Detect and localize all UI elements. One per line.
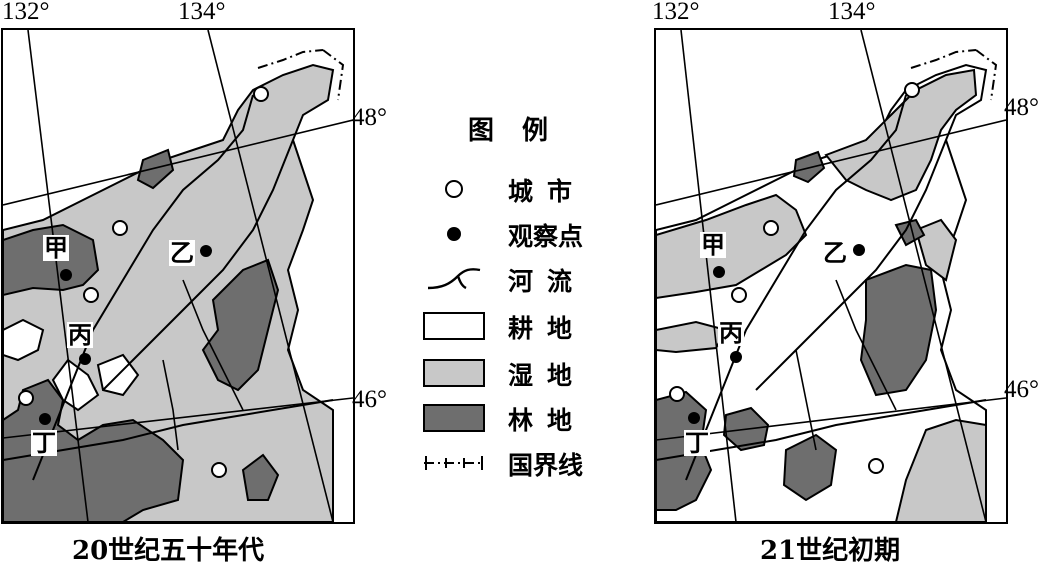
legend-item-forest: 林地 (420, 397, 640, 437)
map-canvas-21st-century (656, 30, 1006, 522)
legend-label: 国界线 (508, 451, 584, 480)
river (685, 94, 907, 481)
legend-label: 观察点 (508, 222, 584, 251)
caption-1950s: 20世纪五十年代 (72, 536, 265, 566)
river (182, 279, 244, 411)
border-line (975, 49, 998, 101)
forest-patch (241, 453, 280, 501)
obs-label-ding: 丁 (31, 429, 57, 457)
legend-label: 城市 (508, 177, 587, 206)
river (162, 359, 179, 451)
observation-dot-ding (688, 412, 700, 424)
city-marker (83, 287, 99, 303)
city-marker (731, 287, 747, 303)
map-early-21st-century: 132° 134° (648, 0, 1039, 566)
meridian-134 (207, 30, 334, 522)
caption-21st-century: 21世纪初期 (760, 536, 901, 566)
river (835, 279, 897, 411)
river (32, 94, 254, 481)
obs-label-yi: 乙 (169, 239, 195, 267)
city-marker (763, 220, 779, 236)
legend: 图例 城市 观察点 河流 耕地 湿地 林地 国界线 (420, 110, 640, 490)
observation-dot-icon (447, 227, 461, 241)
map-1950s: 132° 134° (0, 0, 387, 566)
river (795, 349, 817, 451)
city-marker (211, 462, 227, 478)
lat-label-46: 46° (1004, 376, 1039, 403)
legend-label: 耕地 (508, 314, 587, 343)
lat-label-48: 48° (1004, 94, 1039, 121)
forest-patch (792, 150, 826, 184)
lat-label-48: 48° (352, 104, 387, 131)
forest-patch (201, 258, 280, 392)
forest-patch (136, 148, 175, 190)
obs-label-bing: 丙 (67, 321, 93, 349)
observation-dot-jia (713, 266, 725, 278)
obs-label-ding: 丁 (684, 429, 710, 457)
city-marker (904, 82, 920, 98)
meridian-134 (860, 30, 987, 522)
city-circle-icon (445, 180, 463, 198)
river (102, 139, 294, 391)
legend-item-river: 河流 (420, 258, 640, 298)
wetland-box-icon (423, 359, 485, 387)
border-line (322, 49, 345, 101)
observation-dot-yi (853, 244, 865, 256)
legend-item-city: 城市 (420, 168, 640, 208)
parallel-46 (656, 397, 1006, 441)
lon-label-134: 134° (828, 0, 876, 25)
farmland-patch (3, 318, 45, 362)
lon-label-132: 132° (652, 0, 700, 25)
forest-patch (782, 433, 838, 502)
legend-item-observation: 观察点 (420, 213, 640, 253)
observation-dot-bing (730, 351, 742, 363)
lon-label-134: 134° (178, 0, 226, 25)
meridian-132 (680, 30, 737, 522)
map-frame-1950s: 甲 乙 丙 丁 (1, 28, 355, 524)
observation-dot-jia (60, 269, 72, 281)
legend-title: 图例 (468, 116, 577, 146)
map-frame-21st-century: 甲 乙 丙 丁 (654, 28, 1008, 524)
legend-item-farmland: 耕地 (420, 305, 640, 345)
legend-label: 河流 (508, 267, 587, 296)
river (755, 139, 947, 391)
legend-label: 湿地 (508, 361, 587, 390)
city-marker (112, 220, 128, 236)
obs-label-jia: 甲 (700, 231, 726, 259)
city-marker (253, 86, 269, 102)
observation-dot-ding (39, 413, 51, 425)
meridian-132 (27, 30, 89, 522)
parallel-48 (656, 119, 1006, 206)
legend-item-wetland: 湿地 (420, 352, 640, 392)
wetland-patch (914, 218, 958, 282)
city-marker (868, 458, 884, 474)
lon-label-132: 132° (2, 0, 50, 25)
map-canvas-1950s (3, 30, 353, 522)
legend-label: 林地 (508, 406, 587, 435)
forest-box-icon (423, 404, 485, 432)
obs-label-jia: 甲 (43, 234, 69, 262)
city-marker (669, 386, 685, 402)
river-line-icon (427, 268, 481, 290)
farmland-box-icon (423, 312, 485, 340)
obs-label-bing: 丙 (718, 319, 744, 347)
city-marker (18, 390, 34, 406)
obs-label-yi: 乙 (822, 239, 848, 267)
parallel-48 (3, 119, 353, 206)
wetland-patch (894, 418, 987, 522)
observation-dot-yi (200, 245, 212, 257)
forest-patch (859, 263, 938, 397)
border-line-icon (424, 456, 484, 470)
observation-dot-bing (79, 353, 91, 365)
parallel-46 (3, 397, 353, 439)
lat-label-46: 46° (352, 386, 387, 413)
legend-item-border: 国界线 (420, 442, 640, 482)
